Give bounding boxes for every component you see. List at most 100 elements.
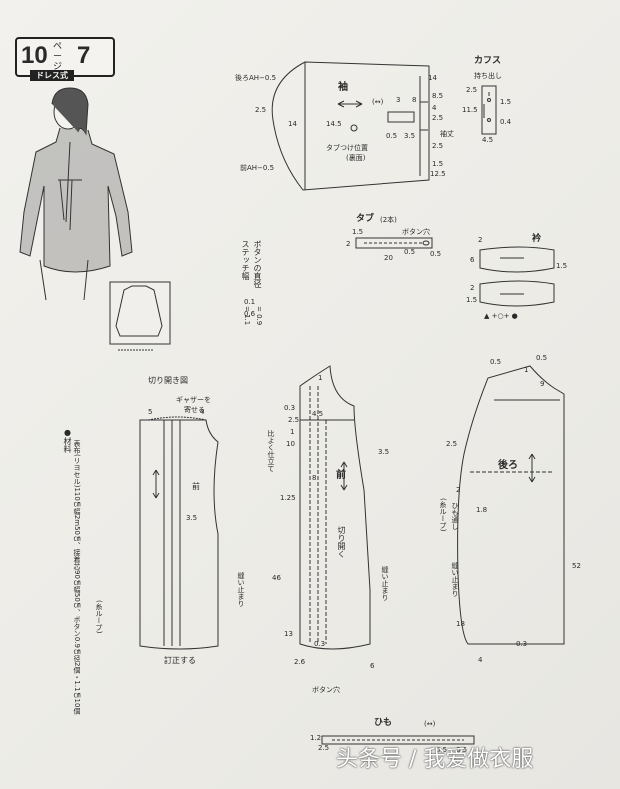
cut-diagram-title: 切り開き図 [148,376,188,385]
cuff-num: 11.5 [462,106,478,114]
collar-marks: ▲ +○+ ● [484,312,518,320]
collar-num: 1.5 [556,262,568,270]
back-title: 後ろ [498,460,518,471]
sleeve-num: 4 [432,104,437,112]
page-number: 7 [77,42,91,69]
tab-num: 0.5 [404,248,416,256]
page-label: ページ [53,42,63,72]
string-title: ひも [374,718,393,728]
cut-num: 4 [200,408,205,416]
front-num: 6 [370,662,375,670]
cut-diagram-pattern [139,416,219,650]
string-num: 0.5 [436,746,448,754]
front-ah-label: 前AH−0.5 [240,164,275,172]
sleeve-pattern [271,61,430,191]
tab-num: 0.5 [430,250,442,258]
pattern-number: 10 [21,42,48,69]
back-loop: ひも通し [451,502,459,530]
button-note-num: 0.6 [244,310,256,318]
back-num: 52 [572,562,581,570]
back-num: 0.5 [490,358,502,366]
sleeve-num: 2.5 [255,106,267,114]
front-side-note: 比よく仕立て [267,430,275,472]
tab-count: (2本) [380,216,397,224]
sleeve-num: 3 [396,96,401,104]
sleeve-arrow: (↔) [372,98,384,106]
tab-title: タブ [356,214,375,224]
cut-front-label: 前 [192,482,200,491]
front-num: 4.5 [312,410,324,418]
front-num: 0.3 [314,640,326,648]
button-note: ボタンの直径 [253,240,262,288]
front-pattern [299,365,371,650]
sleeve-num: 14.5 [326,120,342,128]
materials-line-1: 表布(リヨセル)110㎝幅2m50㎝、接着芯90㎝幅50㎝、ボタン0.9㎝径2個… [73,440,81,715]
back-num: 2 [456,486,461,494]
collar-num: 1.5 [466,296,478,304]
tab-pattern [355,237,433,249]
tab-position-sub: (裏面) [346,154,366,162]
materials-heading: ●材料 [63,428,72,453]
back-loop-sub: (糸ループ) [439,498,447,532]
collar-num: 2 [478,236,483,244]
button-note-num: 0.1 [244,298,256,306]
sleeve-num: 3.5 [404,132,416,140]
tab-num: 20 [384,254,393,262]
sleeve-title: 袖 [338,82,348,93]
cuff-num: 2.5 [466,86,478,94]
cuff-pattern [481,85,497,135]
front-num: 1 [290,428,295,436]
front-num: 8 [312,474,317,482]
string-arrow: (↔) [424,720,436,728]
sleeve-num: 0.5 [386,132,398,140]
string-num: 1.2 [310,734,322,742]
model-illustration [19,87,171,351]
sleeve-num: 12.5 [430,170,446,178]
collar-pattern [479,246,555,307]
sleeve-num: 14 [428,74,437,82]
style-label: ドレス式 [30,70,74,81]
cut-num: 3.5 [186,514,198,522]
collar-title: 衿 [532,234,542,244]
cuff-sub: 持ち出し [474,72,502,80]
button-note: = 0.9 [255,306,263,326]
tab-buttonhole: ボタン穴 [402,228,430,236]
button-note: = 1.1 [243,306,251,326]
back-pattern [457,365,565,645]
gather-label-1: ギャザーを [176,396,211,404]
materials-line-2: (糸ループ) [95,600,103,634]
front-num: 0.3 [284,404,296,412]
front-num: 13 [284,630,293,638]
cut-num: 5 [148,408,153,416]
sleeve-cuff-note: 袖丈 [440,130,454,138]
sleeve-num: 8.5 [432,92,444,100]
back-num: 9 [540,380,545,388]
back-num: 2.5 [446,440,458,448]
gather-label-2: 寄せる [184,406,205,414]
string-num: 0.5 [456,746,468,754]
tab-num: 1.5 [352,228,364,236]
front-num: 2.5 [288,416,300,424]
front-num: 1.25 [280,494,296,502]
watermark: 头条号 / 我爱做衣服 [336,747,534,772]
button-note: ステッチ幅 [241,240,250,280]
back-num: 18 [456,620,465,628]
cuff-num: 4.5 [482,136,494,144]
sleeve-num: 2.5 [432,142,444,150]
cut-stop-label: 縫い止まり [237,572,245,607]
cuff-num: 0.4 [500,118,512,126]
sleeve-num: 8 [412,96,417,104]
back-num: 1 [524,366,529,374]
cuff-title: カフス [474,56,502,66]
back-num: 0.5 [536,354,548,362]
collar-num: 2 [470,284,475,292]
front-title: 前 [336,470,346,481]
tab-position-label: タブつけ位置 [326,144,368,152]
sleeve-num: 2.5 [432,114,444,122]
front-num: 1 [318,374,323,382]
tab-num: 2 [346,240,351,248]
sleeve-num: 14 [288,120,297,128]
front-num: 10 [286,440,295,448]
